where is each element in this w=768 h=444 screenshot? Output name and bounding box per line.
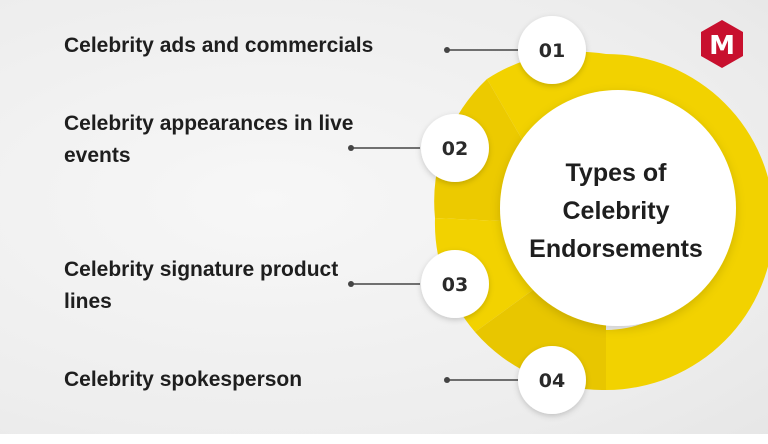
number-badge-1: 01 — [518, 16, 586, 84]
connector-1 — [444, 47, 518, 53]
logo-letter: M — [709, 31, 735, 61]
center-circle — [500, 90, 736, 326]
item-label-1: Celebrity ads and commercials — [64, 34, 374, 57]
bottom-band — [0, 434, 768, 444]
number-badge-2-text: 02 — [442, 138, 468, 160]
connector-2 — [348, 145, 420, 151]
item-label-2: Celebrity appearances in live events — [64, 112, 354, 167]
connector-4 — [444, 377, 518, 383]
item-label-4: Celebrity spokesperson — [64, 368, 303, 391]
number-badge-2: 02 — [421, 114, 489, 182]
number-badge-3: 03 — [421, 250, 489, 318]
number-badge-4-text: 04 — [539, 370, 565, 392]
connector-3 — [348, 281, 420, 287]
center-title-line-1: Types of — [566, 159, 668, 187]
center-title-line-2: Celebrity — [563, 197, 670, 225]
item-label-3: Celebrity signature product lines — [64, 258, 339, 313]
center-title-line-3: Endorsements — [529, 235, 703, 263]
ring-segment-right — [606, 54, 768, 390]
number-badge-1-text: 01 — [539, 40, 565, 62]
number-badge-4: 04 — [518, 346, 586, 414]
number-badge-3-text: 03 — [442, 274, 468, 296]
brand-logo[interactable]: M — [701, 20, 743, 68]
logo-hexagon — [701, 20, 743, 68]
